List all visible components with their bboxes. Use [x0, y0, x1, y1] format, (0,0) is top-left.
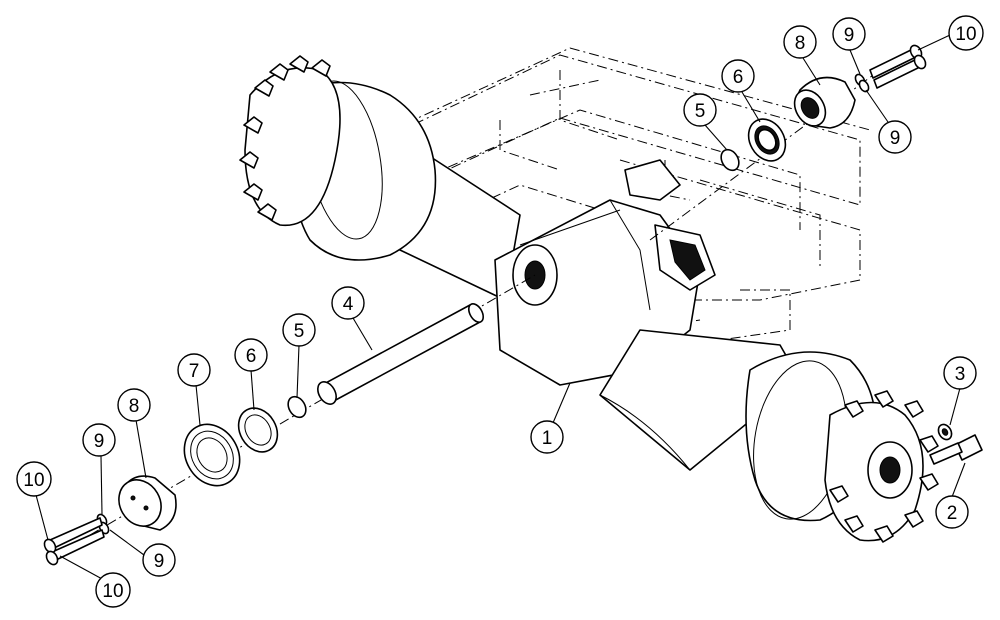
o-ring-left: [287, 395, 307, 419]
svg-text:6: 6: [733, 67, 744, 88]
callout-3: 3: [943, 356, 977, 390]
svg-text:3: 3: [955, 364, 966, 385]
o-ring-right: [720, 148, 740, 172]
callout-7: 7: [177, 353, 211, 387]
svg-text:8: 8: [795, 33, 806, 54]
callout-6-left: 6: [234, 338, 268, 372]
svg-text:4: 4: [343, 294, 354, 315]
callout-10-right: 10: [948, 15, 984, 51]
callout-9-left-bottom: 9: [142, 543, 176, 577]
callout-6-right: 6: [721, 59, 755, 93]
callout-9-right-bottom: 9: [878, 120, 912, 154]
callout-5-left: 5: [282, 313, 316, 347]
callout-10-left-top: 10: [16, 461, 52, 497]
seal-right: [747, 118, 787, 162]
callout-8-left: 8: [117, 388, 151, 422]
bolt-hub: [929, 434, 983, 465]
callout-4: 4: [331, 286, 365, 320]
callouts: 1 2 3 4 5 5 6 6: [16, 15, 984, 608]
svg-text:9: 9: [154, 551, 165, 572]
callout-9-left-top: 9: [82, 423, 116, 457]
callout-8-right: 8: [783, 25, 817, 59]
svg-text:5: 5: [695, 101, 706, 122]
svg-text:8: 8: [129, 396, 140, 417]
svg-text:6: 6: [246, 346, 257, 367]
svg-text:9: 9: [890, 128, 901, 149]
pivot-pin: [317, 303, 485, 405]
seal-left: [237, 407, 279, 453]
svg-text:7: 7: [189, 361, 200, 382]
bolts-right: [869, 44, 927, 89]
callout-9-right-top: 9: [832, 17, 866, 51]
callout-1: 1: [530, 420, 564, 454]
svg-text:10: 10: [23, 470, 44, 491]
svg-text:10: 10: [102, 581, 123, 602]
svg-text:1: 1: [542, 428, 553, 449]
leader-lines: [35, 34, 966, 581]
svg-text:9: 9: [844, 25, 855, 46]
svg-text:9: 9: [94, 431, 105, 452]
bolts-left: [43, 517, 105, 566]
callout-2: 2: [935, 495, 969, 529]
callout-10-left-bottom: 10: [95, 572, 131, 608]
svg-text:2: 2: [947, 503, 958, 524]
washer-hub: [937, 423, 953, 441]
axle-housing: [239, 55, 939, 543]
bushing: [183, 423, 241, 487]
cap-right: [793, 76, 856, 129]
svg-text:10: 10: [955, 24, 976, 45]
svg-text:5: 5: [294, 321, 305, 342]
callout-5-right: 5: [683, 93, 717, 127]
cap-left: [118, 475, 177, 531]
